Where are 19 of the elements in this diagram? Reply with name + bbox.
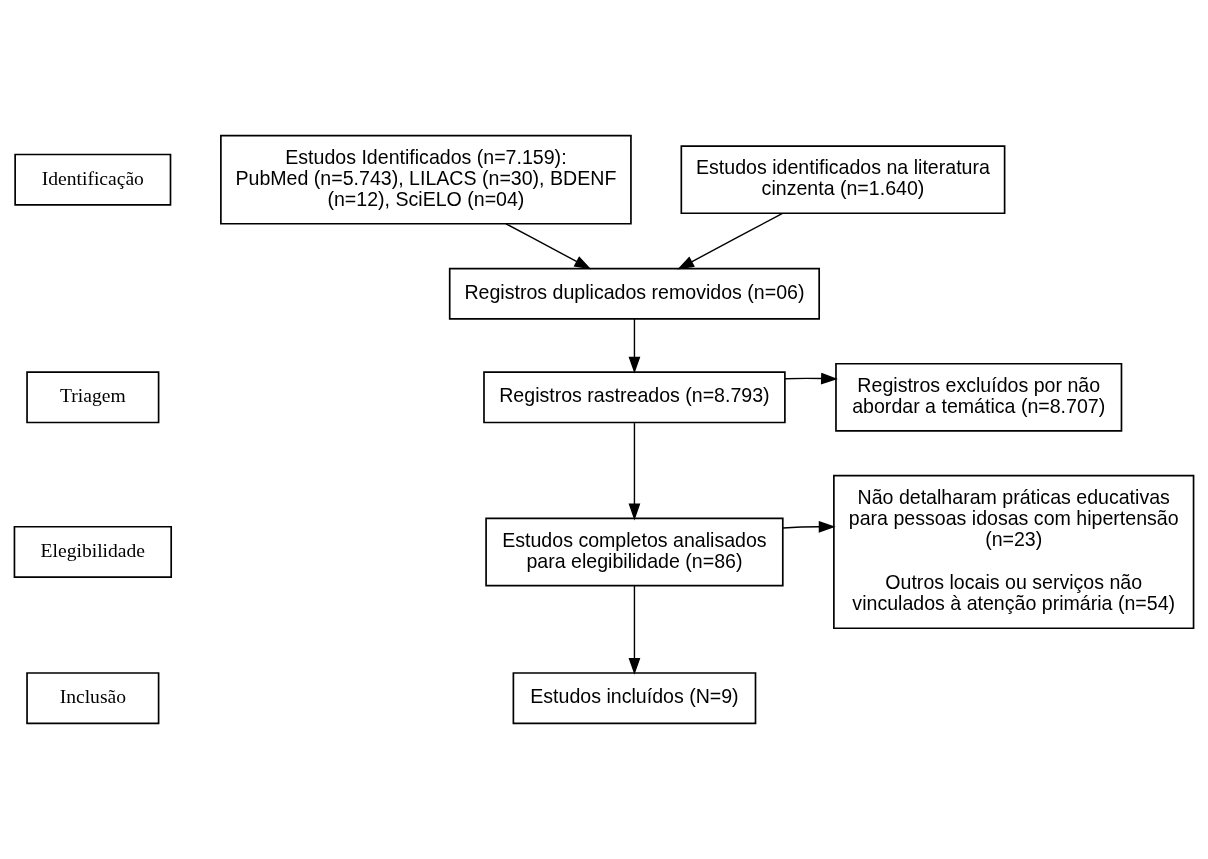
arrow xyxy=(628,584,641,675)
node-box: Estudos Identificados (n=7.159): PubMed (n=5.743), LILACS (n=30), BDENF (n=12), SciELO (n=04) xyxy=(220,134,632,225)
arrow xyxy=(628,318,641,374)
node-box: Registros rastreados (n=8.793) xyxy=(483,371,786,424)
arrow xyxy=(782,520,836,533)
arrow xyxy=(628,422,641,521)
node-box: Estudos incluídos (N=9) xyxy=(512,672,757,725)
node-box: Elegibilidade xyxy=(13,525,173,578)
node-box: Triagem xyxy=(26,371,160,424)
arrow xyxy=(784,372,838,385)
node-box: Inclusão xyxy=(26,672,160,725)
arrow xyxy=(677,212,783,270)
node-box: Identificação xyxy=(14,153,172,206)
node-box: Estudos completos analisados para elegibilidade (n=86) xyxy=(485,517,784,587)
node-box: Estudos identificados na literatura cinzenta (n=1.640) xyxy=(680,145,1006,215)
arrow xyxy=(505,223,592,270)
node-box: Não detalharam práticas educativas para pessoas idosas com hipertensão (n=23) Outros locais ou serviços não vinculados à atenção primária (n=54) xyxy=(833,474,1195,630)
node-box: Registros duplicados removidos (n=06) xyxy=(448,267,820,320)
node-box: Registros excluídos por não abordar a temática (n=8.707) xyxy=(835,362,1123,432)
